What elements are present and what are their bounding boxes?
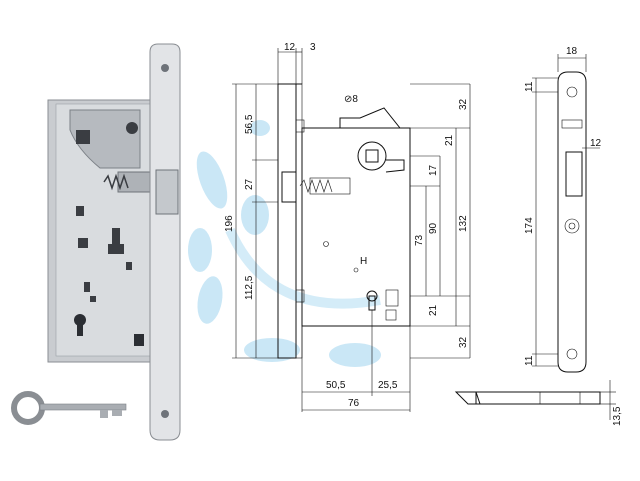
dim-key-offset: 25,5 (378, 380, 398, 391)
dim-case-width: 76 (348, 398, 360, 409)
dim-73: 73 (414, 234, 425, 246)
faceplate-view: 18 12 11 174 11 (524, 46, 602, 373)
dim-side-lower: 112,5 (244, 275, 255, 300)
dim-side-total-height: 196 (224, 215, 235, 232)
dim-latch-height: 13,5 (612, 406, 623, 426)
lock-photo (11, 43, 181, 441)
latch-view: 13,5 (454, 380, 623, 426)
dim-backset: 50,5 (326, 380, 346, 391)
dim-top-margin: 32 (458, 98, 469, 110)
watermark-logo (188, 120, 381, 367)
dim-bolt-diameter: ⊘8 (344, 94, 358, 105)
dim-bottom-margin: 32 (458, 336, 469, 348)
dim-lower-21: 21 (428, 304, 439, 316)
dim-faceplate-hole-spacing: 174 (524, 217, 535, 234)
dim-side-upper: 56,5 (244, 114, 255, 134)
dim-faceplate-top: 11 (524, 81, 535, 92)
dim-faceplate-width: 18 (566, 46, 578, 57)
dim-90: 90 (428, 222, 439, 234)
dim-132: 132 (458, 215, 469, 232)
dim-side-plate-thickness: 3 (310, 42, 316, 53)
dim-faceplate-bottom: 11 (524, 355, 535, 366)
dim-side-latch: 27 (244, 178, 255, 190)
dim-17: 17 (428, 164, 439, 176)
side-view: 12 3 196 56,5 27 112,5 (224, 42, 316, 359)
dim-upper-21: 21 (444, 134, 455, 146)
front-view: H ⊘8 32 21 17 90 73 132 21 32 50,5 25,5 (299, 83, 471, 412)
dim-faceplate-offset: 12 (590, 138, 602, 149)
dim-side-top-width: 12 (284, 42, 296, 53)
handing-mark: H (360, 256, 367, 267)
